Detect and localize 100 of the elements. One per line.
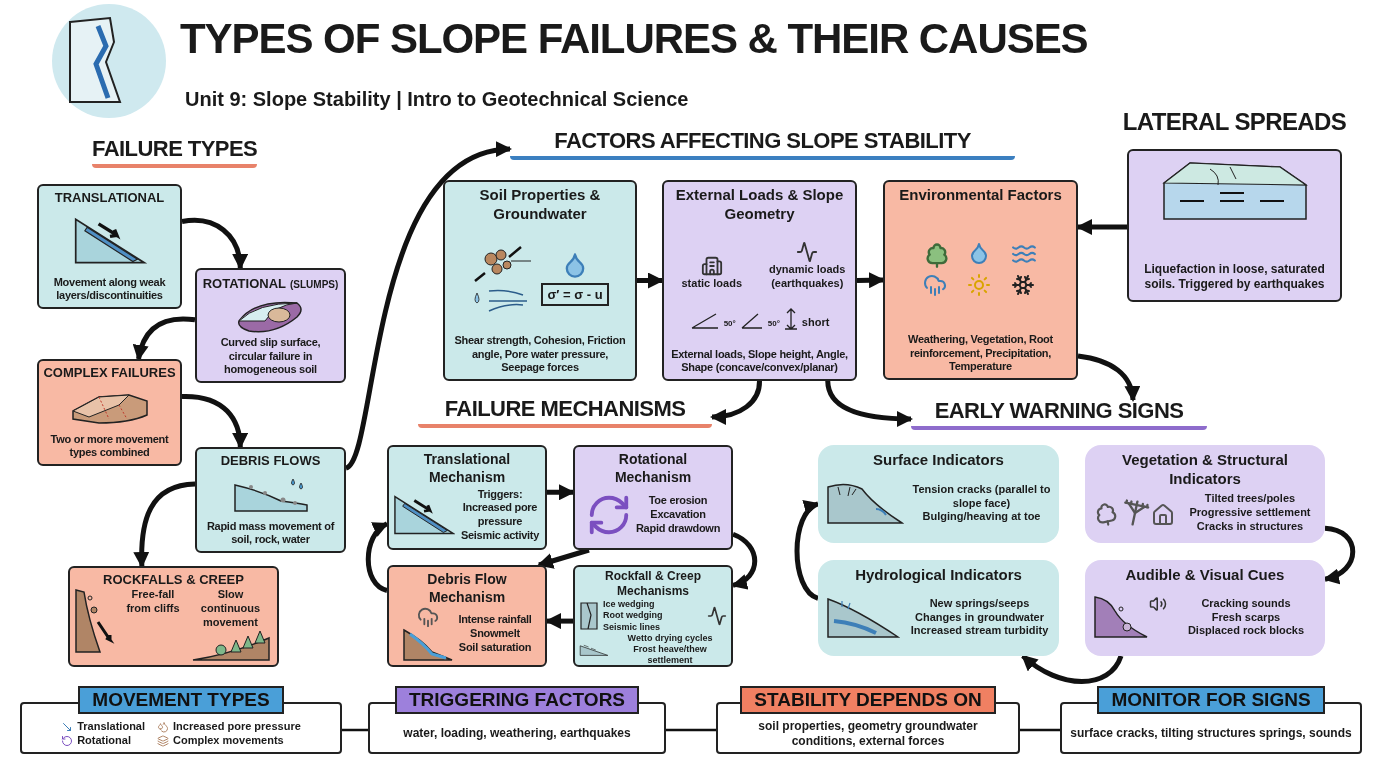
connector-line: [666, 728, 716, 732]
load-label: static loads: [681, 276, 742, 291]
mechanism-item: Triggers:: [477, 487, 523, 502]
card: [883, 180, 1078, 380]
mechanism-item: Snowmelt: [470, 627, 520, 641]
card-description: Movement along weak layers/discontinuities: [52, 275, 167, 303]
angle-label: 50°: [723, 318, 736, 330]
card-title: ROCKFALLS & CREEP: [102, 572, 245, 589]
card: [818, 445, 1059, 543]
indicator-item: Cracking sounds: [1201, 596, 1291, 611]
card-title: Hydrological Indicators: [855, 566, 1022, 585]
card-title: Debris Flow Mechanism: [426, 571, 508, 606]
height-label: short: [801, 314, 830, 330]
mechanism-item: Excavation: [650, 508, 706, 522]
title: TYPES OF SLOPE FAILURES & THEIR CAUSES: [180, 18, 1088, 60]
card-description: Slow continuous movement: [199, 588, 262, 630]
card: [1085, 445, 1325, 543]
card-description: Free-fall from cliffs: [125, 588, 181, 616]
indicator-item: Tilted trees/poles: [1204, 492, 1296, 506]
indicator-item: Increased stream turbidity: [910, 624, 1049, 638]
card-title: Rockfall & Creep Mechanisms: [604, 569, 702, 599]
card-title: COMPLEX FAILURES: [43, 365, 176, 382]
arrow: [133, 316, 196, 361]
summary-tab: MONITOR FOR SIGNS: [1097, 686, 1325, 714]
movement-type: Complex movements: [173, 733, 284, 748]
card: [387, 565, 547, 667]
arrow: [856, 272, 885, 289]
mechanism-item: Increased pore pressure: [461, 501, 539, 529]
arrow: [181, 393, 248, 449]
mechanism-item: Rapid drawdown: [635, 521, 721, 536]
section-heading: FACTORS AFFECTING SLOPE STABILITY: [510, 130, 1015, 160]
section-heading: EARLY WARNING SIGNS: [911, 400, 1207, 430]
arrow: [731, 532, 758, 589]
card: [37, 184, 182, 309]
summary-text: water, loading, weathering, earthquakes: [403, 726, 631, 742]
card-title: Soil Properties & Groundwater: [478, 186, 602, 224]
card-description: Curved slip surface, circular failure in homogeneous soil: [219, 335, 322, 377]
card-description: External loads, Slope height, Angle, Shape (concave/convex/planar): [670, 347, 849, 375]
card: [818, 560, 1059, 656]
load-label: dynamic loads (earthquakes): [768, 263, 847, 291]
mechanism-item: Seismic activity: [460, 528, 540, 543]
card-title: DEBRIS FLOWS: [220, 453, 321, 470]
card: [573, 445, 733, 550]
section-heading: LATERAL SPREADS: [1122, 110, 1347, 134]
indicator-item: Bulging/heaving at toe: [922, 510, 1041, 524]
arrow: [365, 521, 389, 593]
connector-line: [1020, 728, 1060, 732]
arrow: [710, 380, 762, 425]
connector-line: [342, 728, 368, 732]
mechanism-item: Intense rainfall: [458, 613, 532, 628]
summary-tab: TRIGGERING FACTORS: [394, 686, 640, 714]
arrow: [825, 380, 913, 427]
arrow: [537, 547, 590, 569]
card: [195, 447, 346, 553]
section-heading: FAILURE MECHANISMS: [418, 398, 712, 428]
arrow: [1323, 525, 1356, 583]
indicator-item: Cracks in structures: [1196, 519, 1304, 534]
arrow: [133, 481, 196, 568]
card: [443, 180, 637, 381]
card-subtitle: (SLUMPS): [289, 278, 339, 292]
card-description: Two or more movement types combined: [49, 432, 170, 460]
card-title: Environmental Factors: [899, 186, 1062, 205]
card-description: Weathering, Vegetation, Root reinforcement, Precipitation, Temperature: [907, 332, 1054, 374]
movement-type: Translational: [77, 720, 146, 734]
indicator-item: Displaced rock blocks: [1187, 624, 1305, 638]
card: [37, 359, 182, 466]
indicator-item: New springs/seeps: [929, 596, 1030, 611]
card-title: Vegetation & Structural Indicators: [1121, 451, 1289, 489]
mechanism-item: Seismic lines: [603, 621, 662, 633]
card-title: Audible & Visual Cues: [1125, 566, 1285, 585]
arrow: [637, 272, 664, 289]
card: [573, 565, 733, 667]
card: [662, 180, 857, 381]
section-heading: FAILURE TYPES: [92, 138, 258, 168]
arrow: [547, 484, 575, 501]
indicator-item: Fresh scarps: [1211, 610, 1281, 625]
card-title: Rotational Mechanism: [613, 451, 693, 486]
mechanism-item: Frost heave/thew settlement: [632, 644, 708, 667]
summary-tab: STABILITY DEPENDS ON: [740, 686, 996, 714]
summary-text: soil properties, geometry groundwater conditions, external forces: [757, 718, 979, 749]
card-title: Surface Indicators: [873, 451, 1004, 470]
mechanism-item: Soil saturation: [458, 640, 532, 655]
arrow: [545, 613, 573, 630]
summary-tab: MOVEMENT TYPES: [78, 686, 284, 714]
subtitle: Unit 9: Slope Stability | Intro to Geotechnical Science: [185, 87, 689, 112]
card-title: ROTATIONAL: [202, 275, 286, 293]
card-description: Liquefaction in loose, saturated soils. Triggered by earthquakes: [1143, 262, 1326, 292]
arrow: [1021, 654, 1124, 684]
mechanism-item: Ice wedging: [603, 599, 656, 611]
mechanism-item: Wetto drying cycles: [627, 632, 713, 644]
movement-type: Increased pore pressure: [173, 720, 301, 734]
indicator-item: Progressive settlement: [1189, 505, 1311, 520]
card-title: TRANSLATIONAL: [54, 190, 165, 207]
card-description: Shear strength, Cohesion, Friction angle, Pore water pressure, Seepage forces: [453, 333, 627, 375]
card: [195, 268, 346, 383]
indicator-item: Tension cracks (parallel to slope face): [912, 482, 1051, 511]
card: [1085, 560, 1325, 656]
card-description: Rapid mass movement of soil, rock, water: [205, 519, 336, 547]
card: [68, 566, 279, 667]
arrow: [344, 143, 512, 470]
